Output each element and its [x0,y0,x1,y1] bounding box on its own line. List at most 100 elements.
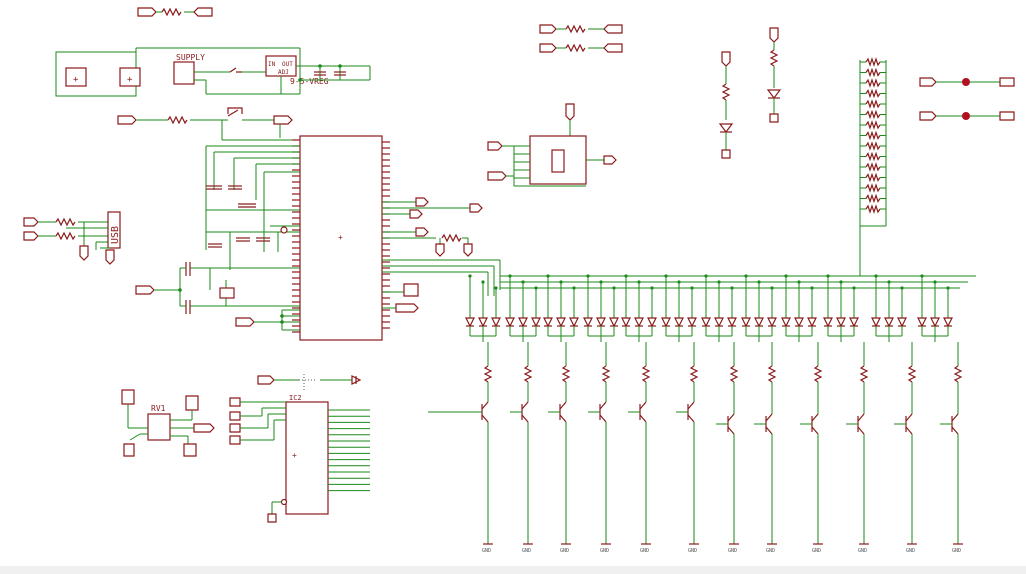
ladder-resistor [865,172,881,183]
top-resistor-net [137,7,213,17]
status-bar [0,566,1026,574]
matrix-led [661,317,671,328]
usb-label: USB [110,226,121,244]
matrix-led [609,317,619,328]
ground-label: GND [906,548,915,554]
base-resistor [729,365,739,383]
ground-label: GND [560,548,569,554]
matrix-led [741,317,751,328]
microcontroller: + [292,135,390,341]
power-switch [229,67,242,73]
svg-text:+: + [73,75,79,85]
usb-connector: USB [23,211,121,265]
top-middle-resistors [539,24,623,53]
ground-label: GND [522,548,531,554]
transistor-drivers [428,342,963,545]
matrix-led [583,317,593,328]
led-row [465,274,953,342]
svg-text:IN: IN [268,61,276,68]
voltage-regulator: IN OUT ADJ 9-5-VREG [265,48,371,94]
supply-terminal-1 [65,67,87,87]
matrix-led [917,317,927,328]
ground-label: GND [728,548,737,554]
resistor [161,7,182,17]
ladder-resistor [865,204,881,214]
ladder-resistor [865,109,881,120]
supply-label: SUPPLY [176,53,205,62]
reset-circuit [117,107,300,141]
rv1-label: RV1 [151,404,166,413]
ladder-resistor [865,78,881,88]
matrix-led [465,317,475,328]
ground-label: GND [858,548,867,554]
ladder-resistor [865,99,881,109]
matrix-led [767,317,777,328]
net-port-left [137,7,157,17]
ladder-resistor [865,57,881,67]
matrix-led [569,317,579,328]
mcu-right-wiring [382,197,501,313]
base-resistor [523,365,533,383]
ic2-shift-register: IC2 + [229,374,370,523]
test-points [919,77,1015,121]
ground-label: GND [688,548,697,554]
vreg-label: 9-5-VREG [290,77,329,86]
base-resistor [561,365,571,383]
crystal [219,287,235,299]
mcu-bottom-wiring [235,309,300,331]
matrix-led [781,317,791,328]
svg-text:ADJ: ADJ [278,69,289,76]
matrix-led [543,317,553,328]
ladder-resistor [865,162,881,172]
matrix-led [849,317,859,328]
supply-block: + + SUPPLY [55,47,300,97]
matrix-led [531,317,541,328]
ground-label: GND [600,548,609,554]
matrix-led [754,317,764,328]
matrix-led [491,317,501,328]
base-resistor [953,365,963,383]
matrix-led [505,317,515,328]
rv1-body [147,413,171,441]
matrix-led [634,317,644,328]
ladder-resistor [865,141,881,151]
matrix-led [687,317,697,328]
ground-label: GND [812,548,821,554]
rv1-potentiometer: RV1 [121,389,215,457]
matrix-led [727,317,737,328]
ladder-resistor [865,120,881,130]
ladder-resistor [865,130,881,141]
mcu-body [299,135,383,341]
matrix-led [794,317,804,328]
ground-label: GND [640,548,649,554]
base-resistor [601,365,611,383]
matrix-led [930,317,940,328]
usb-socket [107,211,121,249]
matrix-led [674,317,684,328]
matrix-led [714,317,724,328]
reset-button [227,107,243,117]
matrix-led [518,317,528,328]
matrix-led [621,317,631,328]
matrix-led [836,317,846,328]
base-resistor [813,365,823,383]
svg-text:+: + [292,451,297,460]
base-resistor [767,365,777,383]
matrix-led [871,317,881,328]
ground-label: GND [766,548,775,554]
matrix-led [701,317,711,328]
supply-jack [173,61,195,85]
crystal-oscillator [135,262,300,314]
ladder-resistor [865,151,881,162]
matrix-led [823,317,833,328]
matrix-led [647,317,657,328]
ladder-resistor [865,193,881,204]
matrix-led [556,317,566,328]
base-resistor [483,365,493,383]
svg-text:OUT: OUT [282,61,293,68]
base-resistor [641,365,651,383]
ladder-resistor [865,88,881,99]
ground-label: GND [482,548,491,554]
resistor-ladder [859,57,887,274]
